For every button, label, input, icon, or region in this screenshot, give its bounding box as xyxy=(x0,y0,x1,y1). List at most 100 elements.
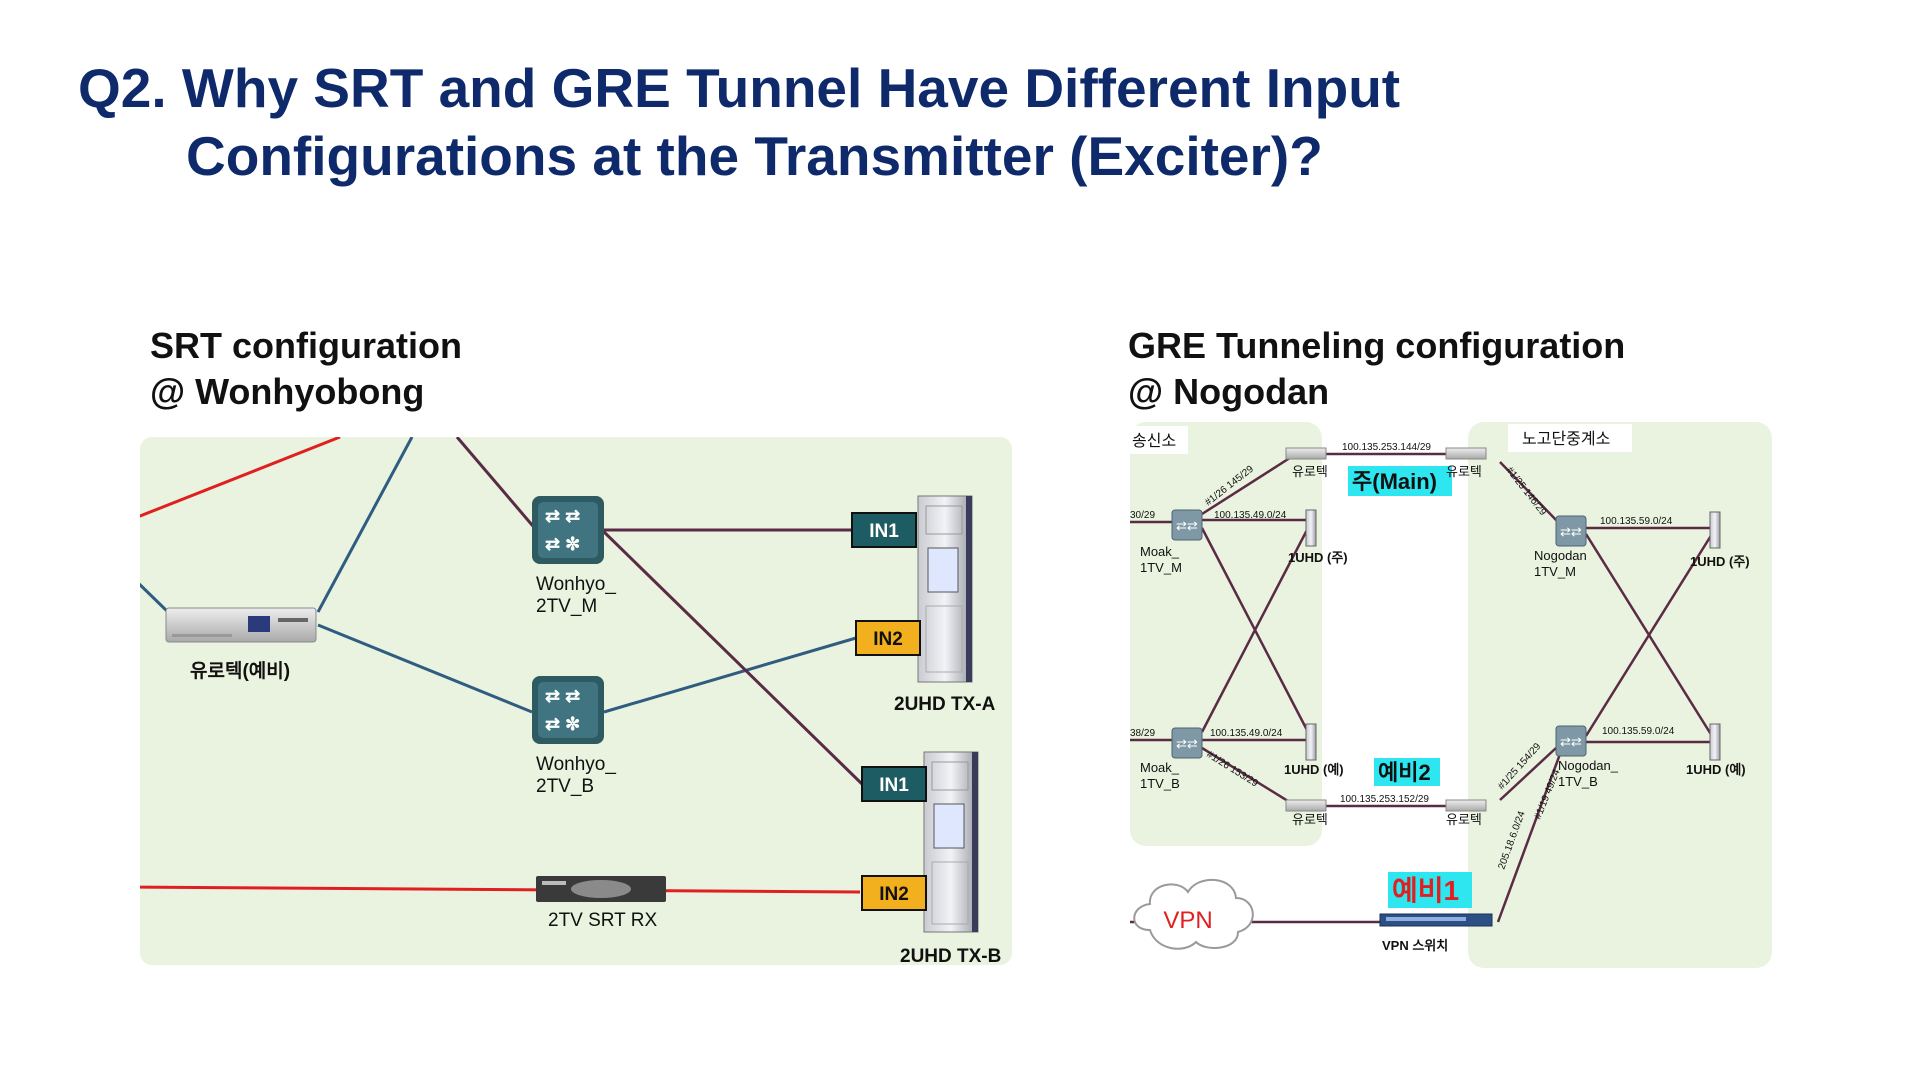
svg-text:⇄ ⇄: ⇄ ⇄ xyxy=(545,506,580,526)
backup1-label-highlight xyxy=(1388,872,1472,908)
uhd-main-label-right: 1UHD (주) xyxy=(1690,554,1750,569)
uhd-backup-rack-left xyxy=(1305,723,1317,761)
link-nogodan-b-uhd-m xyxy=(1584,533,1714,737)
svg-text:⇄ ✼: ⇄ ✼ xyxy=(545,714,580,734)
edge-ip-b: 38/29 xyxy=(1130,728,1155,739)
blue-link-left xyxy=(140,573,170,614)
svg-text:⇄⇄: ⇄⇄ xyxy=(1560,734,1582,749)
eurotech-label: 유로텍 xyxy=(1292,464,1328,479)
uhd-main-rack-left xyxy=(1305,509,1317,547)
switch-m-label-line2: 2TV_M xyxy=(536,596,597,617)
edge-ip-m: 30/29 xyxy=(1130,510,1155,521)
in1-port-tx-a: IN1 xyxy=(851,512,917,548)
right-zone-label: 노고단중계소 xyxy=(1522,430,1610,448)
uhd-backup-label-left: 1UHD (예) xyxy=(1284,762,1344,777)
backup1-label: 예비1 xyxy=(1392,875,1459,906)
ip-right-b: 100.135.59.0/24 xyxy=(1602,726,1675,737)
srt-receiver-label: 2TV SRT RX xyxy=(548,910,657,931)
blue-link-backup-to-b xyxy=(317,623,533,714)
gre-caption: GRE Tunneling configuration @ Nogodan xyxy=(1128,323,1625,415)
maroon-link-m-to-in1b xyxy=(600,528,864,786)
moak-m-label-line1: Moak_ xyxy=(1140,544,1180,559)
left-zone-label: 송신소 xyxy=(1132,432,1176,450)
backup-device-label: 유로텍(예비) xyxy=(190,660,290,682)
eurotech-label: 유로텍 xyxy=(1292,812,1328,827)
in2-port-tx-b: IN2 xyxy=(861,875,927,911)
link-eurotech-nogodan-m xyxy=(1499,461,1559,523)
vpn-switch-device xyxy=(1379,913,1493,927)
red-link-srt xyxy=(140,885,861,894)
eurotech-device-bottom-right xyxy=(1445,799,1487,812)
vpn-label: VPN xyxy=(1163,907,1212,934)
switch-b-label-line1: Wonhyo_ xyxy=(536,754,616,775)
main-label-highlight xyxy=(1348,466,1452,496)
blue-link-b-to-in2a xyxy=(603,636,857,714)
eurotech-device-top-left xyxy=(1285,447,1327,460)
switch-icon: ⇄⇄ xyxy=(1555,725,1587,757)
slide-title-line1: Q2. Why SRT and GRE Tunnel Have Differen… xyxy=(78,57,1401,119)
tx-b-label: 2UHD TX-B xyxy=(900,946,1001,967)
svg-text:⇄ ⇄: ⇄ ⇄ xyxy=(545,686,580,706)
ip-left-b: 100.135.49.0/24 xyxy=(1210,728,1283,739)
srt-diagram: 유로텍(예비) ⇄ ⇄ ⇄ ✼ Wonhyo_ 2TV_M ⇄ ⇄ ⇄ ✼ Wo… xyxy=(140,437,1012,967)
right-zone-label-bg xyxy=(1508,424,1632,452)
switch-m-label-line1: Wonhyo_ xyxy=(536,574,616,595)
eurotech-label: 유로텍 xyxy=(1446,812,1482,827)
svg-text:⇄⇄: ⇄⇄ xyxy=(1176,736,1198,751)
switch-icon: ⇄⇄ xyxy=(1171,727,1203,759)
svg-text:⇄ ✼: ⇄ ✼ xyxy=(545,534,580,554)
svg-text:⇄⇄: ⇄⇄ xyxy=(1560,524,1582,539)
vpn-switch-label: VPN 스위치 xyxy=(1382,938,1448,953)
backup-encoder-device xyxy=(165,607,317,643)
red-link-top xyxy=(140,437,341,522)
ip-left-m: 100.135.49.0/24 xyxy=(1214,510,1287,521)
nogodan-m-label-line1: Nogodan xyxy=(1534,548,1587,563)
ip-backup-tunnel: 100.135.253.152/29 xyxy=(1340,794,1429,805)
gre-diagram: 송신소 노고단중계소 ⇄⇄ xyxy=(1124,422,1772,968)
slide-title-line2: Configurations at the Transmitter (Excit… xyxy=(186,125,1323,187)
svg-text:⇄⇄: ⇄⇄ xyxy=(1176,518,1198,533)
nogodan-b-label-line1: Nogodan_ xyxy=(1558,758,1619,773)
in1-label: IN1 xyxy=(879,775,909,796)
gre-caption-line2: @ Nogodan xyxy=(1128,371,1330,412)
moak-m-label-line2: 1TV_M xyxy=(1140,560,1182,575)
nogodan-b-label-line2: 1TV_B xyxy=(1558,774,1598,789)
link-vpn-nogodan-b xyxy=(1496,753,1562,923)
link-moak-m-eurotech xyxy=(1201,452,1297,516)
uhd-backup-rack-right xyxy=(1709,723,1721,761)
srt-caption-line1: SRT configuration xyxy=(150,325,462,366)
switch-icon: ⇄ ⇄ ⇄ ✼ xyxy=(532,676,604,744)
switch-icon: ⇄⇄ xyxy=(1171,509,1203,541)
link-eurotech-nogodan-b xyxy=(1499,747,1557,801)
vpn-cloud-icon xyxy=(1133,878,1254,950)
transmitter-rack-a xyxy=(917,495,973,683)
uhd-main-label-left: 1UHD (주) xyxy=(1288,550,1348,565)
backup2-label: 예비2 xyxy=(1378,760,1431,785)
in2-label: IN2 xyxy=(873,629,903,650)
uhd-backup-label-right: 1UHD (예) xyxy=(1686,762,1746,777)
eurotech-device-bottom-left xyxy=(1285,799,1327,812)
nogodan-m-label-line2: 1TV_M xyxy=(1534,564,1576,579)
link-moak-b-eurotech xyxy=(1201,746,1297,808)
tx-a-label: 2UHD TX-A xyxy=(894,694,996,715)
ip-main-tunnel: 100.135.253.144/29 xyxy=(1342,442,1431,453)
in1-label: IN1 xyxy=(869,521,899,542)
blue-link-upper xyxy=(316,437,414,613)
gre-right-zone xyxy=(1468,422,1772,968)
moak-b-label-line1: Moak_ xyxy=(1140,760,1180,775)
switch-icon: ⇄⇄ xyxy=(1555,515,1587,547)
main-label: 주(Main) xyxy=(1352,469,1437,494)
srt-caption-line2: @ Wonhyobong xyxy=(150,371,425,412)
transmitter-rack-b xyxy=(923,751,979,933)
slide-title: Q2. Why SRT and GRE Tunnel Have Differen… xyxy=(78,54,1400,190)
switch-icon: ⇄ ⇄ ⇄ ✼ xyxy=(532,496,604,564)
in1-port-tx-b: IN1 xyxy=(861,766,927,802)
switch-b-label-line2: 2TV_B xyxy=(536,776,594,797)
srt-caption: SRT configuration @ Wonhyobong xyxy=(150,323,462,415)
maroon-link-upper xyxy=(455,437,540,533)
in2-label: IN2 xyxy=(879,884,909,905)
eurotech-device-top-right xyxy=(1445,447,1487,460)
backup2-label-highlight xyxy=(1374,758,1440,786)
link-moak-b-uhd-m xyxy=(1200,527,1310,733)
